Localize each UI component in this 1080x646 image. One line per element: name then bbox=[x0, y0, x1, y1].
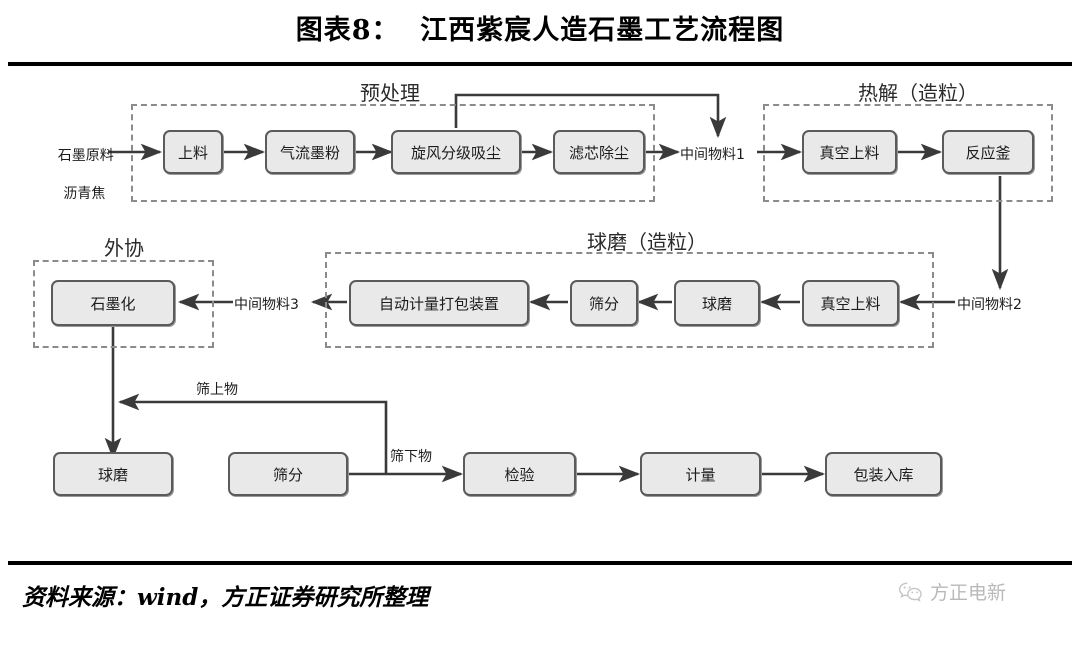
node-shaifen-1[interactable]: 筛分 bbox=[570, 280, 638, 326]
edge-label-intermediate-3: 中间物料3 bbox=[234, 297, 299, 313]
group-outsourcing bbox=[33, 260, 214, 348]
node-jianyan[interactable]: 检验 bbox=[463, 452, 576, 496]
node-jiliang[interactable]: 计量 bbox=[640, 452, 761, 496]
node-shangliao-1[interactable]: 上料 bbox=[163, 130, 223, 174]
node-qiliu-mofen[interactable]: 气流墨粉 bbox=[265, 130, 355, 174]
node-zhenkong-shangliao-1[interactable]: 真空上料 bbox=[802, 130, 897, 174]
flowchart-canvas: 预处理 热解（造粒） 外协 球磨（造粒） 石墨原料 沥青焦 上料 气流墨粉 旋风… bbox=[0, 66, 1080, 558]
group-label-outsourcing: 外协 bbox=[104, 236, 144, 260]
source-note: 资料来源：wind，方正证券研究所整理 bbox=[22, 584, 429, 611]
watermark: 方正电新 bbox=[898, 578, 1006, 605]
group-pretreatment bbox=[131, 104, 655, 202]
watermark-label: 方正电新 bbox=[930, 582, 1007, 604]
node-zidong-jiliang-dabao[interactable]: 自动计量打包装置 bbox=[349, 280, 529, 326]
edge-label-undersize: 筛下物 bbox=[390, 449, 432, 465]
node-qiumo-1[interactable]: 球磨 bbox=[674, 280, 760, 326]
page-title: 图表8： 江西紫宸人造石墨工艺流程图 bbox=[295, 15, 785, 46]
edge-label-intermediate-2: 中间物料2 bbox=[957, 297, 1022, 313]
group-label-pretreatment: 预处理 bbox=[360, 81, 420, 105]
node-xuanfeng-fenji-xichen[interactable]: 旋风分级吸尘 bbox=[391, 130, 521, 174]
wechat-icon bbox=[898, 582, 922, 602]
edge-label-intermediate-1: 中间物料1 bbox=[680, 147, 745, 163]
node-baozhuang-ruku[interactable]: 包装入库 bbox=[825, 452, 942, 496]
node-qiumo-2[interactable]: 球磨 bbox=[53, 452, 173, 496]
footer-rule bbox=[8, 561, 1072, 565]
edge-label-oversize: 筛上物 bbox=[196, 382, 238, 398]
node-shimohua[interactable]: 石墨化 bbox=[51, 280, 175, 326]
group-ballmill bbox=[325, 252, 934, 348]
group-label-ballmill: 球磨（造粒） bbox=[587, 230, 707, 254]
raw-material-line1: 石墨原料 bbox=[57, 147, 114, 164]
header-rule bbox=[8, 62, 1072, 66]
node-fanyingfu[interactable]: 反应釜 bbox=[942, 130, 1034, 174]
group-label-pyrolysis: 热解（造粒） bbox=[858, 81, 978, 105]
node-shaifen-2[interactable]: 筛分 bbox=[228, 452, 348, 496]
raw-material-line2: 沥青焦 bbox=[63, 185, 106, 202]
node-lvxin-chuchen[interactable]: 滤芯除尘 bbox=[553, 130, 645, 174]
io-label-raw-material: 石墨原料 沥青焦 bbox=[31, 128, 114, 222]
node-zhenkong-shangliao-2[interactable]: 真空上料 bbox=[802, 280, 899, 326]
group-pyrolysis bbox=[763, 104, 1053, 202]
